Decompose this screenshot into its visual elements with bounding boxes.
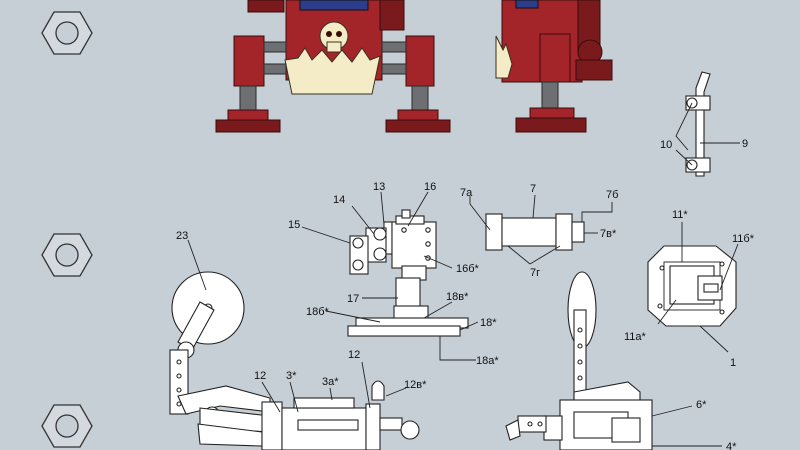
label-16b: 16б* (456, 263, 480, 275)
label-7v: 7в* (600, 228, 617, 240)
arm-assembly: 23 12 3* 3а* 12 12в* (169, 230, 427, 450)
label-14: 14 (333, 194, 345, 206)
label-7b: 7б (606, 189, 618, 201)
label-3: 3* (286, 370, 297, 382)
label-11: 11* (672, 209, 688, 221)
label-17: 17 (347, 293, 359, 305)
hex-nut-icon (41, 11, 93, 55)
side-arm-assembly: 6* 4* (505, 271, 737, 450)
label-1: 1 (730, 357, 736, 369)
label-23: 23 (176, 230, 188, 242)
label-18a: 18а* (476, 355, 499, 367)
robot-front-view (215, 0, 451, 133)
label-16: 16 (424, 181, 436, 193)
label-6: 6* (696, 399, 707, 411)
part-7: 7 7а 7б 7в* 7г (460, 183, 618, 279)
label-18v: 18в* (446, 291, 469, 303)
label-18b: 18б* (306, 306, 330, 318)
label-15: 15 (288, 219, 300, 231)
label-4: 4* (726, 441, 737, 450)
hex-nut-icon (41, 233, 93, 277)
label-12v: 12в* (404, 379, 427, 391)
label-18: 18* (480, 317, 497, 329)
label-7a: 7а (460, 187, 473, 199)
label-9: 9 (742, 138, 748, 150)
label-12-right: 12 (348, 349, 360, 361)
label-7: 7 (530, 183, 536, 195)
label-13: 13 (373, 181, 385, 193)
neck-assembly: 15 14 13 16 16б* 17 18б* 18в* 18* 18а* (288, 181, 499, 367)
label-11b: 11б* (732, 233, 755, 245)
label-10: 10 (660, 139, 672, 151)
label-7g: 7г (530, 267, 540, 279)
hex-nut-icon (41, 404, 93, 448)
label-3a: 3а* (322, 376, 339, 388)
label-11a: 11а* (624, 331, 647, 343)
robot-side-view (495, 0, 613, 133)
label-12-left: 12 (254, 370, 266, 382)
part-11-hatch: 11* 11б* 11а* 1 (624, 209, 755, 369)
part-9: 9 10 (660, 71, 748, 177)
